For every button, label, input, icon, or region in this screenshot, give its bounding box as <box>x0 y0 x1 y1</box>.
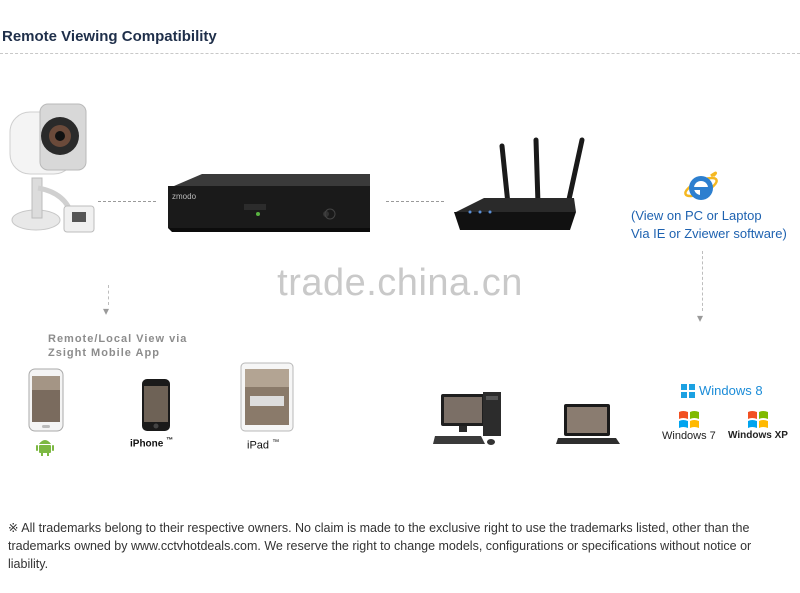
windowsxp-label: Windows XP <box>728 430 788 441</box>
tm-mark: ™ <box>272 439 280 446</box>
connector-to-pc <box>702 251 703 311</box>
note-mark: ※ <box>8 521 19 535</box>
dvr-image: zmodo <box>166 170 374 236</box>
pc-caption-line2: Via IE or Zviewer software) <box>631 226 787 241</box>
connector-to-mobile <box>108 285 109 305</box>
connector-dvr-router <box>386 201 444 202</box>
windows8-label: Windows 8 <box>699 383 763 398</box>
android-phone-image <box>28 368 64 432</box>
iphone-label: iPhone <box>130 438 164 450</box>
router-image <box>450 136 586 240</box>
iphone-image <box>141 378 171 432</box>
title-divider <box>0 53 800 54</box>
dvr-brand-label: zmodo <box>172 192 197 201</box>
trademark-notice: ※ All trademarks belong to their respect… <box>8 519 794 573</box>
arrow-down-icon: ▾ <box>697 311 704 325</box>
trademark-text: All trademarks belong to their respectiv… <box>8 521 752 571</box>
arrow-down-icon: ▾ <box>103 304 110 318</box>
ipad-brand-label: iPad ™ <box>247 439 279 452</box>
windowsxp-flag-icon <box>747 410 769 430</box>
ipad-label: iPad <box>247 439 270 452</box>
windows7-flag-icon <box>678 410 700 430</box>
laptop-image <box>556 402 620 446</box>
ipad-image <box>240 362 294 432</box>
watermark-text: trade.china.cn <box>277 262 523 304</box>
iphone-brand-label: iPhone ™ <box>130 437 173 449</box>
ie-icon <box>683 170 719 206</box>
windows8-icon <box>681 384 695 398</box>
camera-image <box>6 98 98 238</box>
desktop-pc-image <box>433 388 505 448</box>
tm-mark: ™ <box>166 437 174 444</box>
mobile-caption-line2: Zsight Mobile App <box>48 347 160 359</box>
connector-camera-dvr <box>98 201 156 202</box>
android-icon <box>36 436 54 456</box>
mobile-caption-line1: Remote/Local View via <box>48 333 188 345</box>
windows7-label: Windows 7 <box>662 430 716 442</box>
page-title: Remote Viewing Compatibility <box>2 28 217 45</box>
pc-caption-line1: (View on PC or Laptop <box>631 208 762 223</box>
